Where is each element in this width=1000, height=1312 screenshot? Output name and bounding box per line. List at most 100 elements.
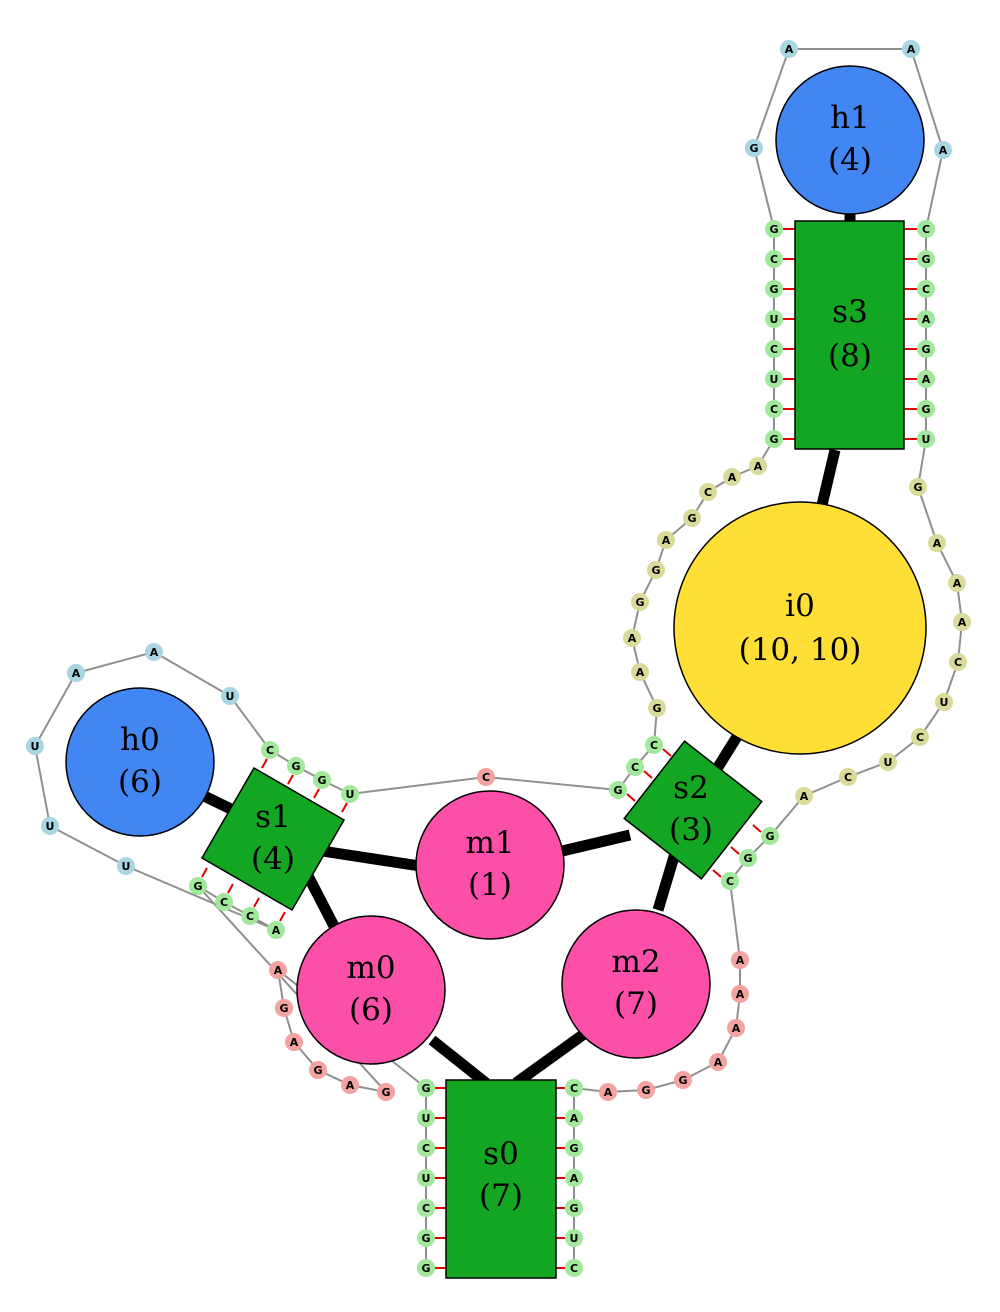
nucleotide-letter: G [765,830,774,843]
nucleotide: U [917,430,935,448]
nucleotide-circle [765,370,783,388]
stem-rect-s1 [200,766,346,912]
nucleotide-letter: C [246,910,254,923]
nucleotide-letter: A [732,1022,741,1035]
nucleotide-circle [609,781,627,799]
nucleotide-letter: C [704,486,712,499]
nucleotide: G [648,699,666,717]
node-h0: h0 (6) [65,687,215,837]
nucleotide: A [341,1076,359,1094]
nucleotide: U [765,370,783,388]
nucleotide-letter: G [317,774,326,787]
nucleotide-letter: A [728,471,737,484]
nucleotide-circle [765,340,783,358]
nucleotide-circle [117,857,135,875]
nucleotide-letter: U [422,1172,431,1185]
multiloop-circle-m2 [561,909,711,1059]
nucleotide-circle [626,758,644,776]
nucleotide-letter: A [933,537,942,550]
nucleotide-letter: C [570,1082,578,1095]
node-h1: h1 (4) [775,65,925,215]
nucleotide-circle [261,741,279,759]
nucleotide-letter: A [72,667,81,680]
nucleotide: A [631,663,649,681]
nucleotide-letter: G [651,564,660,577]
nucleotide-circle [341,785,359,803]
nucleotide: C [765,340,783,358]
nucleotide-circle [902,40,920,58]
base-pair-tick [662,748,672,757]
base-pair-ticks [201,228,917,1269]
nucleotide: C [911,728,929,746]
node-size-s0: (7) [479,1178,523,1214]
base-pair-tick [261,758,268,769]
nucleotide: A [917,310,935,328]
nucleotide-letter: G [291,760,300,773]
base-pair-tick [253,897,260,908]
nucleotide-circle [917,310,935,328]
nucleotide-letter: U [46,820,55,833]
nucleotide-letter: U [570,1232,579,1245]
nucleotide: C [261,741,279,759]
nucleotide-letter: G [279,1002,288,1015]
nucleotide: A [749,457,767,475]
nucleotide-circle [683,509,701,527]
nucleotide-letter: C [482,771,490,784]
node-m0: m0 (6) [296,915,446,1065]
nucleotide: A [948,574,966,592]
nucleotide: U [879,753,897,771]
nucleotide: C [241,907,259,925]
nucleotide-letter: C [770,403,778,416]
nucleotide-circle [911,728,929,746]
node-size-s2: (3) [669,812,713,848]
nucleotide-circle [739,849,757,867]
base-pair-tick [201,867,208,878]
nucleotide: A [565,1109,583,1127]
node-name-i0: i0 [785,588,815,624]
nucleotide-letter: G [769,283,778,296]
nucleotide: C [417,1139,435,1157]
nucleotide: C [765,250,783,268]
nucleotide-letter: C [954,656,962,669]
nucleotide-circle [657,531,675,549]
base-pair-tick [313,788,320,799]
nucleotide: A [657,531,675,549]
nucleotide-circle [189,877,207,895]
nucleotide: G [765,280,783,298]
nucleotide-circle [721,872,739,890]
nucleotide: A [623,629,641,647]
node-m1: m1 (1) [415,790,565,940]
nucleotide-circle [417,1229,435,1247]
node-name-h1: h1 [830,100,870,136]
nucleotide: A [727,1019,745,1037]
nucleotide-letter: G [421,1262,430,1275]
nucleotide-circle [935,693,953,711]
nucleotide-circle [645,736,663,754]
base-pair-tick [279,911,286,922]
node-s0: s0 (7) [445,1079,557,1279]
nucleotide-circle [780,40,798,58]
nucleotide: U [935,693,953,711]
nucleotide: U [341,785,359,803]
nucleotide: G [909,478,927,496]
nucleotide-letter: U [770,313,779,326]
node-name-h0: h0 [120,722,160,758]
graph-edge [199,790,238,816]
nucleotide: A [934,141,952,159]
nucleotide-circle [765,250,783,268]
nucleotide-circle [417,1139,435,1157]
nucleotide: C [699,483,717,501]
nucleotide: A [917,370,935,388]
nucleotide-circle [623,629,641,647]
nucleotide-letter: A [604,1086,613,1099]
nucleotide-circle [599,1083,617,1101]
nucleotide-letter: G [313,1064,322,1077]
nucleotide-letter: A [754,460,763,473]
nucleotide-letter: G [635,596,644,609]
nucleotide-letter: A [922,373,931,386]
base-pair-tick [712,869,722,878]
nucleotide: G [313,771,331,789]
nucleotide-circle [26,737,44,755]
backbone-layer [33,48,964,1268]
nucleotide: U [765,310,783,328]
